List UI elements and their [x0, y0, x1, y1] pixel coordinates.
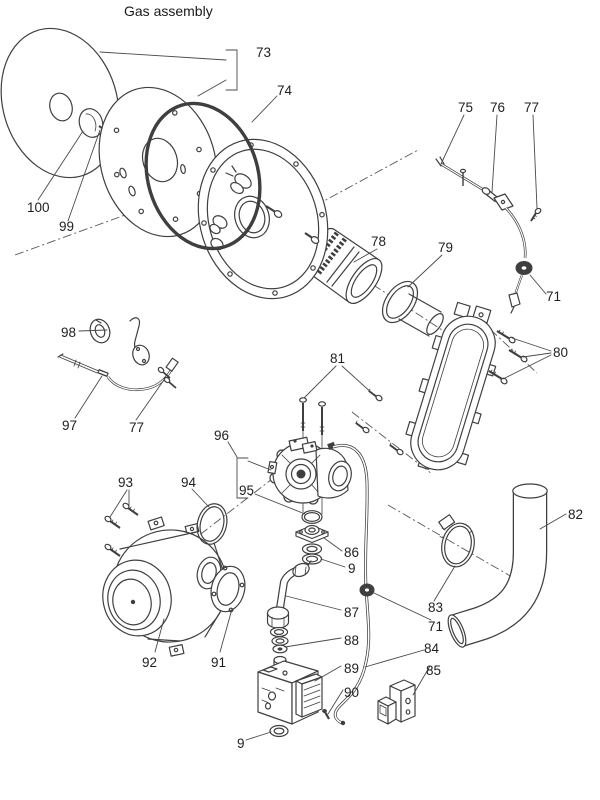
sensor-screws	[157, 366, 177, 389]
callout-77-left: 77	[129, 420, 144, 435]
venturi-assembly	[267, 405, 352, 515]
inlet-fitting-stack	[295, 510, 329, 565]
bracket-96	[236, 457, 249, 499]
gas-pipe	[266, 560, 312, 629]
callout-83: 83	[428, 600, 443, 615]
blower-o-ring	[196, 503, 228, 545]
flue-stub	[398, 293, 444, 337]
cover-screws	[488, 329, 528, 385]
sensor-gasket	[89, 318, 111, 344]
sight-glass-fitting	[225, 165, 252, 195]
callout-74: 74	[277, 83, 293, 98]
callout-100: 100	[27, 200, 50, 215]
callout-71-right: 71	[546, 289, 561, 304]
callout-85: 85	[426, 663, 441, 678]
callout-86: 86	[344, 545, 359, 560]
valve-washer	[269, 724, 289, 738]
valve-screw	[322, 709, 330, 720]
callout-94: 94	[181, 475, 197, 490]
flue-gasket	[381, 280, 419, 324]
door-stud	[265, 205, 320, 244]
callout-73: 73	[256, 45, 271, 60]
signal-cable	[327, 441, 371, 726]
callout-92: 92	[142, 655, 157, 670]
ignition-electrode	[435, 156, 533, 314]
callout-96: 96	[214, 428, 229, 443]
callout-99: 99	[59, 219, 74, 234]
callout-81: 81	[330, 351, 345, 366]
blower	[102, 516, 228, 657]
callout-91: 91	[211, 655, 226, 670]
flame-sensor	[57, 317, 179, 392]
pressure-switch	[377, 679, 416, 725]
gas-valve	[257, 655, 323, 725]
callout-9-mid: 9	[348, 561, 356, 576]
callout-77-top: 77	[524, 100, 539, 115]
air-intake-pipe	[447, 483, 548, 648]
cable-grommet	[359, 583, 375, 597]
door-o-ring	[144, 101, 262, 251]
cover-plate	[405, 301, 497, 471]
blower-screws	[104, 502, 139, 557]
callout-98: 98	[61, 325, 76, 340]
diagram-title: Gas assembly	[124, 3, 213, 19]
rear-insulation-disc	[98, 86, 218, 238]
electrode-screw	[530, 207, 542, 222]
callout-71-bottom: 71	[428, 619, 443, 634]
callout-76: 76	[490, 100, 505, 115]
pipe-washers	[269, 626, 289, 654]
leader-lines	[37, 49, 567, 741]
callout-82: 82	[568, 507, 583, 522]
bracket-73	[225, 49, 238, 91]
hose-clamp	[438, 514, 475, 568]
callout-89: 89	[344, 661, 359, 676]
callout-95: 95	[239, 483, 254, 498]
small-insulation-disc	[78, 108, 104, 138]
callout-78: 78	[371, 234, 386, 249]
callout-9-bottom: 9	[237, 736, 245, 751]
callout-75: 75	[458, 100, 473, 115]
callout-87: 87	[344, 605, 359, 620]
callout-80: 80	[553, 345, 568, 360]
callout-79: 79	[438, 240, 453, 255]
blower-gasket	[210, 565, 246, 613]
front-insulation-disc	[0, 27, 120, 179]
callout-84: 84	[424, 641, 440, 656]
labels: Gas assembly 73 74 75 76 77 71 78 79 80 …	[27, 3, 583, 751]
callout-93: 93	[118, 475, 133, 490]
callout-90: 90	[344, 685, 359, 700]
callout-88: 88	[344, 633, 359, 648]
callout-97: 97	[62, 418, 77, 433]
